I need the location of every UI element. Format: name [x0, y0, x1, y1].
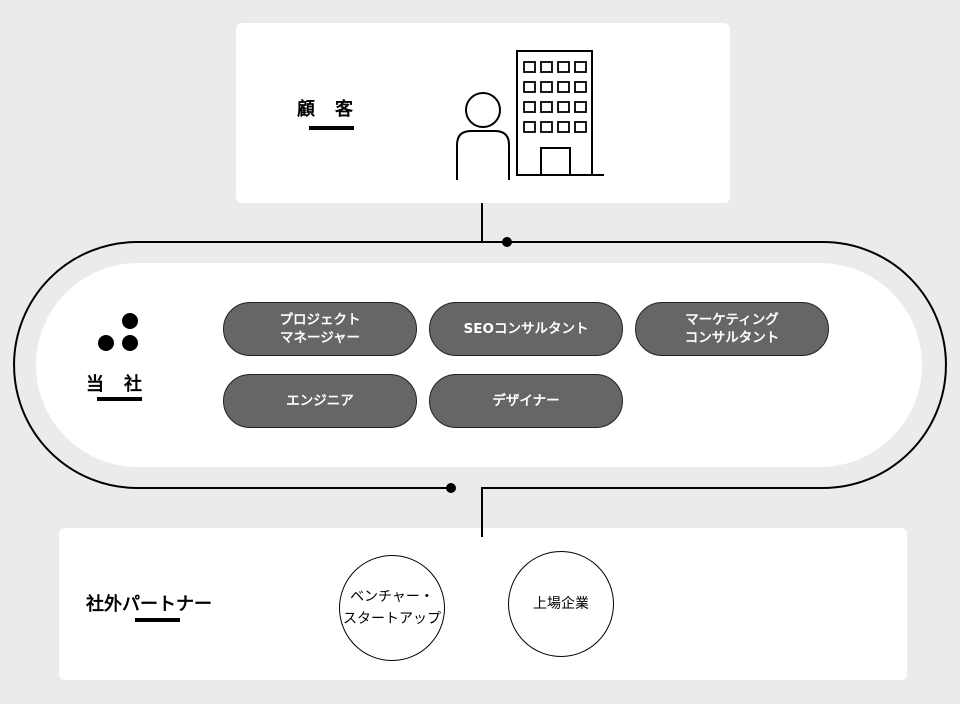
partners-title: 社外パートナー [86, 594, 212, 615]
partners-title-underline [135, 618, 180, 622]
person-building-icon [456, 50, 604, 180]
role-designer: デザイナー [429, 374, 623, 428]
company-panel [36, 263, 922, 467]
customer-panel [236, 23, 730, 203]
role-seo-consultant: SEOコンサルタント [429, 302, 623, 356]
company-title: 当 社 [86, 374, 143, 395]
partners-panel [59, 528, 907, 680]
customer-title-underline [309, 126, 354, 130]
role-project-manager: プロジェクト マネージャー [223, 302, 417, 356]
partners-connector [481, 528, 483, 537]
role-engineer: エンジニア [223, 374, 417, 428]
partner-listed-company: 上場企業 [508, 551, 614, 657]
partner-venture-startup: ベンチャー・ スタートアップ [339, 555, 445, 661]
company-title-underline [97, 397, 142, 401]
role-marketing-consultant: マーケティング コンサルタント [635, 302, 829, 356]
customer-title: 顧 客 [297, 99, 354, 120]
three-dots-icon [98, 313, 138, 351]
